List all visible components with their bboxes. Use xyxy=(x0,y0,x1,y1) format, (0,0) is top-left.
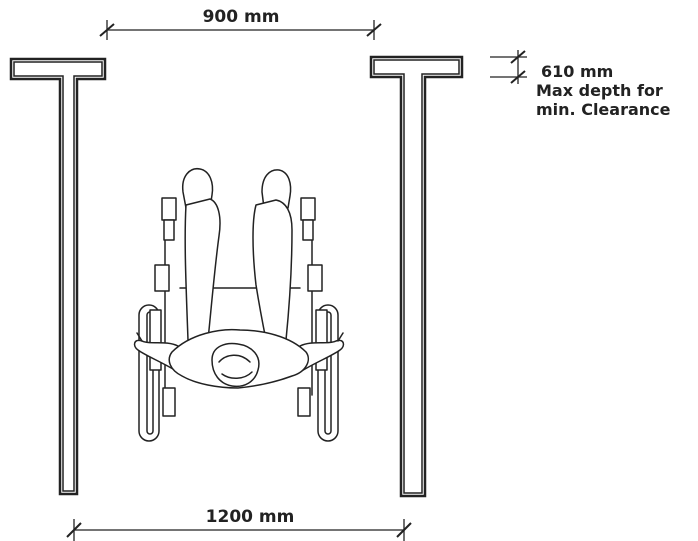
depth-note-line-1: Max depth for xyxy=(536,81,663,100)
right-wall xyxy=(369,55,464,498)
top-dimension xyxy=(99,20,382,40)
bottom-dimension-label: 1200 mm xyxy=(206,507,295,527)
depth-dimension-label: 610 mm xyxy=(541,62,613,81)
wheelchair-user-top-view-icon xyxy=(133,168,345,442)
depth-note-line-2: min. Clearance xyxy=(536,100,671,119)
top-dimension-label: 900 mm xyxy=(203,7,280,27)
depth-dimension xyxy=(490,50,527,84)
left-wall xyxy=(9,57,107,496)
bottom-dimension xyxy=(66,519,412,541)
